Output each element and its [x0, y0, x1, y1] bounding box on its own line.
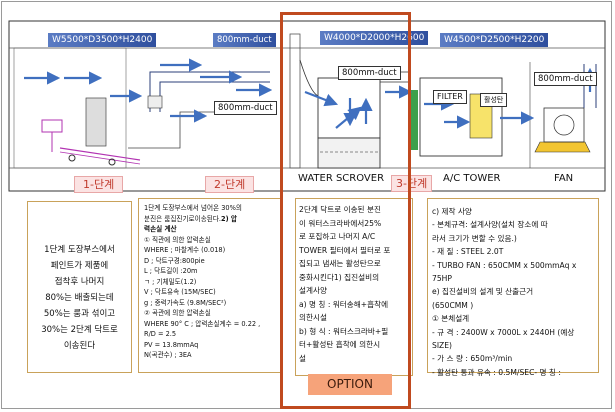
stage-2-line: ㄱ ; 기체밀도(1.2)	[144, 277, 197, 286]
spray-gun	[41, 119, 63, 133]
stage-2-line: 분진은 룸집진기로이송된다.	[144, 214, 221, 223]
stage-1-line: 접착후 나머지	[54, 277, 105, 287]
activated-carbon-label: 활성탄	[480, 93, 508, 107]
stage-3-line: 중화시킨다1) 집진설비의	[299, 272, 380, 282]
stage-3-badge: 3-단계	[391, 175, 433, 192]
stage-3-description: 2단계 닥트로 이송된 분진 이 워터스크라바에서25% 로 포집하고 나머지 …	[295, 198, 413, 376]
specification-description: c) 제작 사양 - 본체규격: 설계사양(설치 장소에 따 라서 크기가 변할…	[427, 198, 599, 377]
ac-tower-label: A/C TOWER	[443, 173, 501, 184]
stage-3-line: 이 워터스크라바에서25%	[299, 218, 382, 228]
stage-2-line: g ; 중력가속도 (9.8M/SEC²)	[144, 298, 227, 307]
stage-2-line: 1단계 도장부스에서 넘어온 30%의	[144, 204, 242, 212]
filter-label: FILTER	[433, 90, 467, 104]
stage-3-line: 터+활성탄 흡착에 의한시	[299, 340, 381, 349]
stage-3-line: 의한시설	[299, 313, 327, 322]
stage-3-line: TOWER 필터에서 필터로 포	[299, 245, 391, 255]
stage-3-line: a) 명 칭 : 워터송해+흡착에	[299, 299, 389, 309]
scrubber-dimension: W4000*D2000*H2600	[320, 31, 429, 45]
spec-line: ① 본체설계	[432, 314, 470, 324]
paint-booth	[13, 47, 127, 169]
stage-2-line: L ; 닥트길이 :20m	[144, 267, 198, 275]
stage-3-line: 2단계 닥트로 이송된 분진	[299, 205, 381, 214]
booth-cabinet	[85, 97, 107, 147]
conveyor-line	[59, 147, 141, 161]
spec-line: c) 제작 사양	[432, 207, 472, 216]
spec-line: (650CMM )	[432, 300, 474, 310]
spec-line: - 가 스 량 : 650m³/min	[432, 354, 513, 364]
stage-2-line: R/D = 2.5	[144, 330, 177, 338]
booth-dimension: W5500*D3500*H2400	[48, 33, 157, 47]
stage-2-heading-prefix: 2) 압	[221, 214, 237, 223]
stage-3-line: 집되고 냄새는 활성탄으로	[299, 259, 381, 268]
spec-line: - 재 질 : STEEL 2.0T	[432, 247, 504, 257]
filter-element	[410, 90, 418, 150]
stage-3-line: 로 포집하고 나머지 A/C	[299, 232, 376, 241]
stage-2-line: V ; 닥트유속 (15M/SEC)	[144, 288, 216, 296]
spec-line: - 규 격 : 2400W x 7000L x 2440H (예상	[432, 327, 575, 337]
spec-line: 75HP	[432, 274, 452, 284]
flow-arrows	[24, 58, 597, 129]
stage-1-line: 1단계 도장부스에서	[44, 245, 115, 255]
tower-dimension: W4500*D2500*H2200	[440, 33, 549, 47]
stage-1-line: 50%는 룸과 섞이고	[43, 309, 116, 319]
stage-2-heading: 력손실 계산	[144, 225, 177, 233]
option-label: OPTION	[308, 374, 392, 395]
stage-2-line: WHERE 90° C ; 압력손실계수 = 0.22 ,	[144, 319, 261, 328]
stage-1-description: 1단계 도장부스에서 페인트가 제품에 접착후 나머지 80%는 배출되는데 5…	[27, 201, 132, 373]
schematic-border	[8, 20, 606, 192]
stage-2-line: PV = 13.8mmAq	[144, 340, 199, 349]
duct-label-booth-right: 800mm-duct	[214, 101, 277, 115]
stage-1-line: 이송된다	[63, 341, 96, 351]
stage-1-line: 페인트가 제품에	[50, 261, 109, 271]
spec-line: 라서 크기가 변할 수 있음.)	[432, 233, 517, 243]
stage-3-line: 설	[299, 353, 306, 363]
duct-label-top-left: 800mm-duct	[213, 33, 276, 47]
stage-2-badge: 2-단계	[205, 176, 255, 193]
fan-label: FAN	[554, 173, 574, 184]
fan-housing	[543, 107, 585, 143]
spec-line: - 활성탄 통과 유속 : 0.5M/SEC- 명 칭 :	[432, 367, 561, 377]
stage-3-line: b) 형 식 : 워터스크라바+필	[299, 326, 389, 336]
water-scrover-label: WATER SCROVER	[298, 173, 385, 184]
stage-1-badge: 1-단계	[74, 176, 124, 193]
stage-2-line: ① 직관에 의한 압력손실	[144, 235, 211, 244]
stage-2-line: D ; 닥트구경:800pie	[144, 256, 205, 265]
stage-2-line: WHERE ; 마찰계수 (0.018)	[144, 246, 226, 254]
stage-2-line: ② 곡관에 의한 압력손실	[144, 309, 211, 317]
duct-label-tower-right: 800mm-duct	[534, 72, 597, 86]
duct-label-scrubber-top: 800mm-duct	[338, 66, 401, 80]
stage-1-line: 80%는 배출되는데	[45, 293, 114, 303]
option-highlight-frame	[280, 12, 411, 409]
stage-2-line: N(곡관수) ; 3EA	[144, 351, 192, 359]
stage-2-description: 1단계 도장부스에서 넘어온 30%의 분진은 룸집진기로이송된다.2) 압 력…	[138, 198, 281, 373]
spec-line: - 본체규격: 설계사양(설치 장소에 따	[432, 220, 548, 230]
spec-line: e) 집진설비의 설계 및 산출근거	[432, 287, 534, 297]
spec-line: SIZE)	[432, 341, 453, 351]
fan-base	[534, 141, 591, 153]
stage-1-line: 30%는 2단계 닥트로	[41, 325, 118, 335]
stage-3-line: 설계사양	[299, 286, 327, 295]
spec-line: - TURBO FAN : 650CMM x 500mmAq x	[432, 260, 577, 270]
